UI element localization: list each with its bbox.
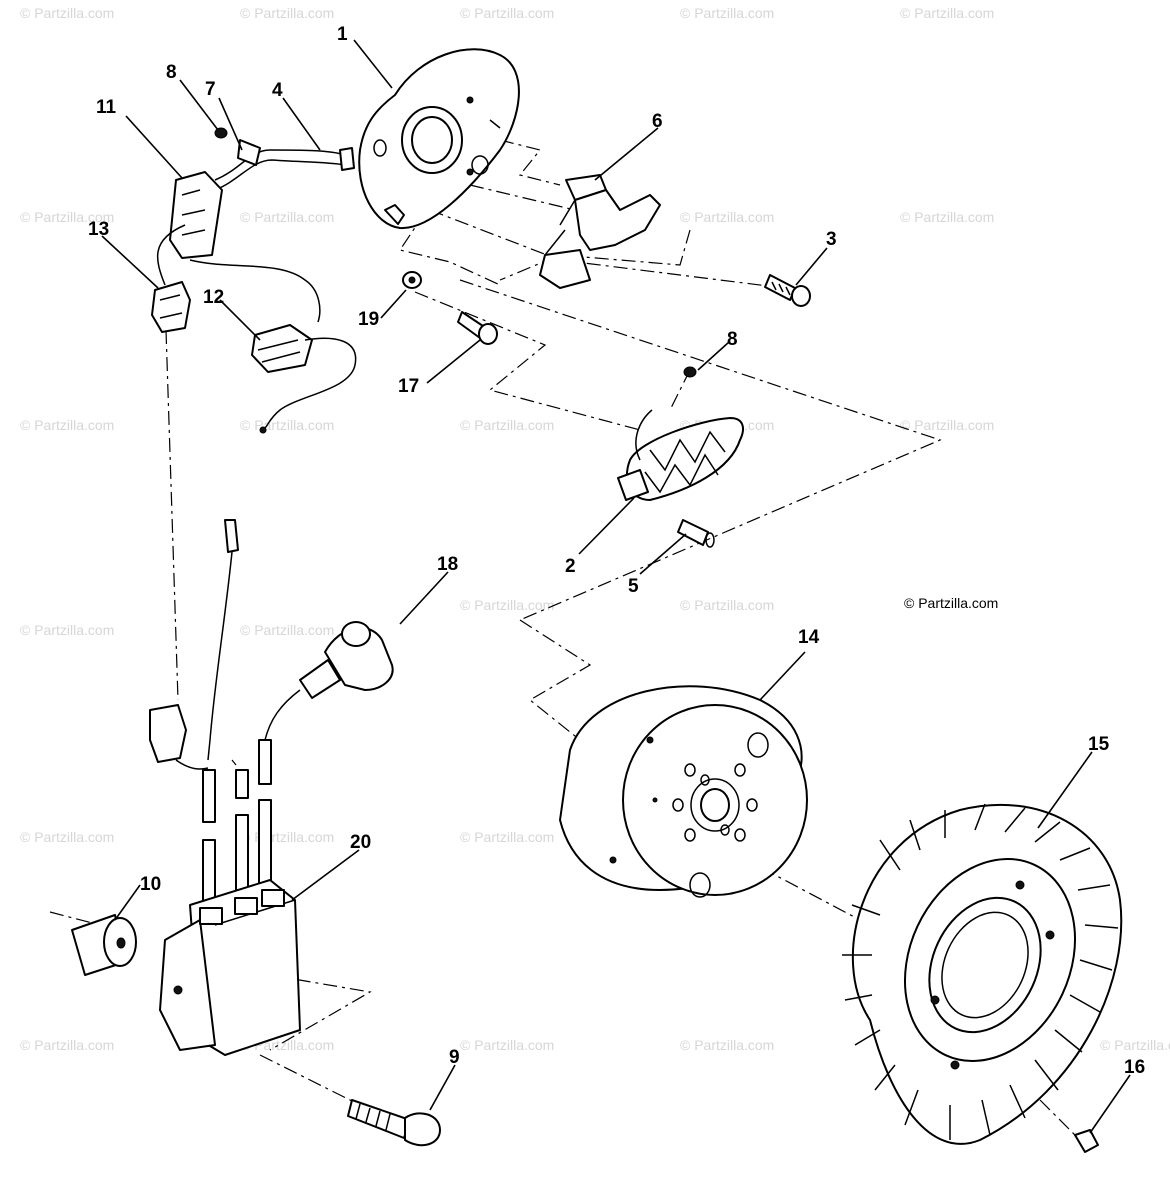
watermark: © Partzilla.com	[20, 417, 114, 433]
callout-12: 12	[203, 287, 224, 308]
callout-14: 14	[798, 627, 820, 648]
watermark: © Partzilla.com	[900, 5, 994, 21]
callout-11: 11	[96, 97, 117, 118]
watermark: © Partzilla.com	[20, 622, 114, 638]
wire-harness	[156, 139, 355, 323]
watermark: © Partzilla.com	[20, 1037, 114, 1053]
watermark: © Partzilla.com	[240, 417, 334, 433]
callout-1: 1	[337, 24, 348, 45]
watermark: © Partzilla.com	[460, 5, 554, 21]
watermark: © Partzilla.com	[460, 417, 554, 433]
watermark: © Partzilla.com	[240, 5, 334, 21]
ignition-leads	[149, 519, 272, 921]
pulser-bracket	[539, 174, 661, 289]
watermark: © Partzilla.com	[680, 5, 774, 21]
assembly-line	[519, 619, 592, 741]
copyright-watermark: © Partzilla.com	[904, 595, 998, 611]
screw-8-top	[214, 127, 228, 139]
ignition-coil-20	[159, 879, 301, 1056]
callout-17: 17	[398, 376, 419, 397]
callout-19: 19	[358, 309, 379, 330]
stator-plate	[358, 48, 520, 230]
callout-8-mid: 8	[727, 329, 738, 350]
callout-8-top: 8	[166, 62, 177, 83]
fan-blades	[842, 803, 1119, 1140]
watermark: © Partzilla.com	[240, 829, 334, 845]
watermark: © Partzilla.com	[240, 209, 334, 225]
callout-18: 18	[437, 554, 458, 575]
callout-20: 20	[350, 832, 371, 853]
watermark: © Partzilla.com	[20, 209, 114, 225]
exciter-coil-2	[617, 409, 744, 501]
callout-4: 4	[272, 80, 283, 101]
assembly-line	[469, 184, 576, 211]
watermark: © Partzilla.com	[20, 5, 114, 21]
assembly-line	[49, 911, 101, 926]
watermark: © Partzilla.com	[460, 597, 554, 613]
callout-2: 2	[565, 556, 576, 577]
screw-5	[677, 519, 715, 548]
regulator-12	[251, 324, 357, 434]
callout-10: 10	[140, 874, 161, 895]
spark-plug-cap-18	[264, 621, 394, 741]
callout-9: 9	[449, 1047, 460, 1068]
watermark: © Partzilla.com	[460, 829, 554, 845]
assembly-lines	[49, 139, 1081, 1141]
callout-6: 6	[652, 111, 663, 132]
watermark: © Partzilla.com	[680, 1037, 774, 1053]
callout-5: 5	[628, 576, 639, 597]
connector-13	[151, 281, 191, 333]
watermark: © Partzilla.com	[1100, 1037, 1170, 1053]
assembly-line	[414, 291, 641, 431]
assembly-line	[499, 229, 691, 281]
bolt-9	[347, 1099, 441, 1147]
screw-8-mid	[683, 366, 697, 378]
watermark: © Partzilla.com	[900, 417, 994, 433]
cooling-fan-15	[842, 803, 1123, 1145]
watermark: © Partzilla.com	[460, 1037, 554, 1053]
watermark: © Partzilla.com	[680, 597, 774, 613]
watermark: © Partzilla.com	[900, 209, 994, 225]
assembly-line	[459, 279, 942, 621]
assembly-line	[165, 329, 179, 701]
assembly-line	[429, 209, 801, 291]
washer-19	[402, 271, 422, 289]
screw-17	[457, 311, 498, 345]
watermark: © Partzilla.com	[20, 829, 114, 845]
assembly-line	[1039, 1099, 1081, 1141]
callout-labels: 1 2 3 4 5 6 7 8 8 9 10 11 12 13 14 15 16…	[88, 24, 1145, 1078]
callout-13: 13	[88, 219, 109, 240]
assembly-line	[269, 974, 372, 1051]
callout-15: 15	[1088, 734, 1110, 755]
callout-7: 7	[205, 79, 216, 100]
bolt-16	[1074, 1129, 1099, 1153]
watermark: © Partzilla.com	[240, 622, 334, 638]
assembly-line	[231, 759, 237, 766]
assembly-line	[499, 139, 561, 186]
leader-lines	[101, 39, 1131, 1134]
callout-3: 3	[826, 229, 837, 250]
spacer-10	[71, 914, 137, 976]
watermark: © Partzilla.com	[680, 209, 774, 225]
screw-3	[764, 274, 811, 307]
flywheel-14	[559, 685, 808, 898]
callout-16: 16	[1124, 1057, 1145, 1078]
